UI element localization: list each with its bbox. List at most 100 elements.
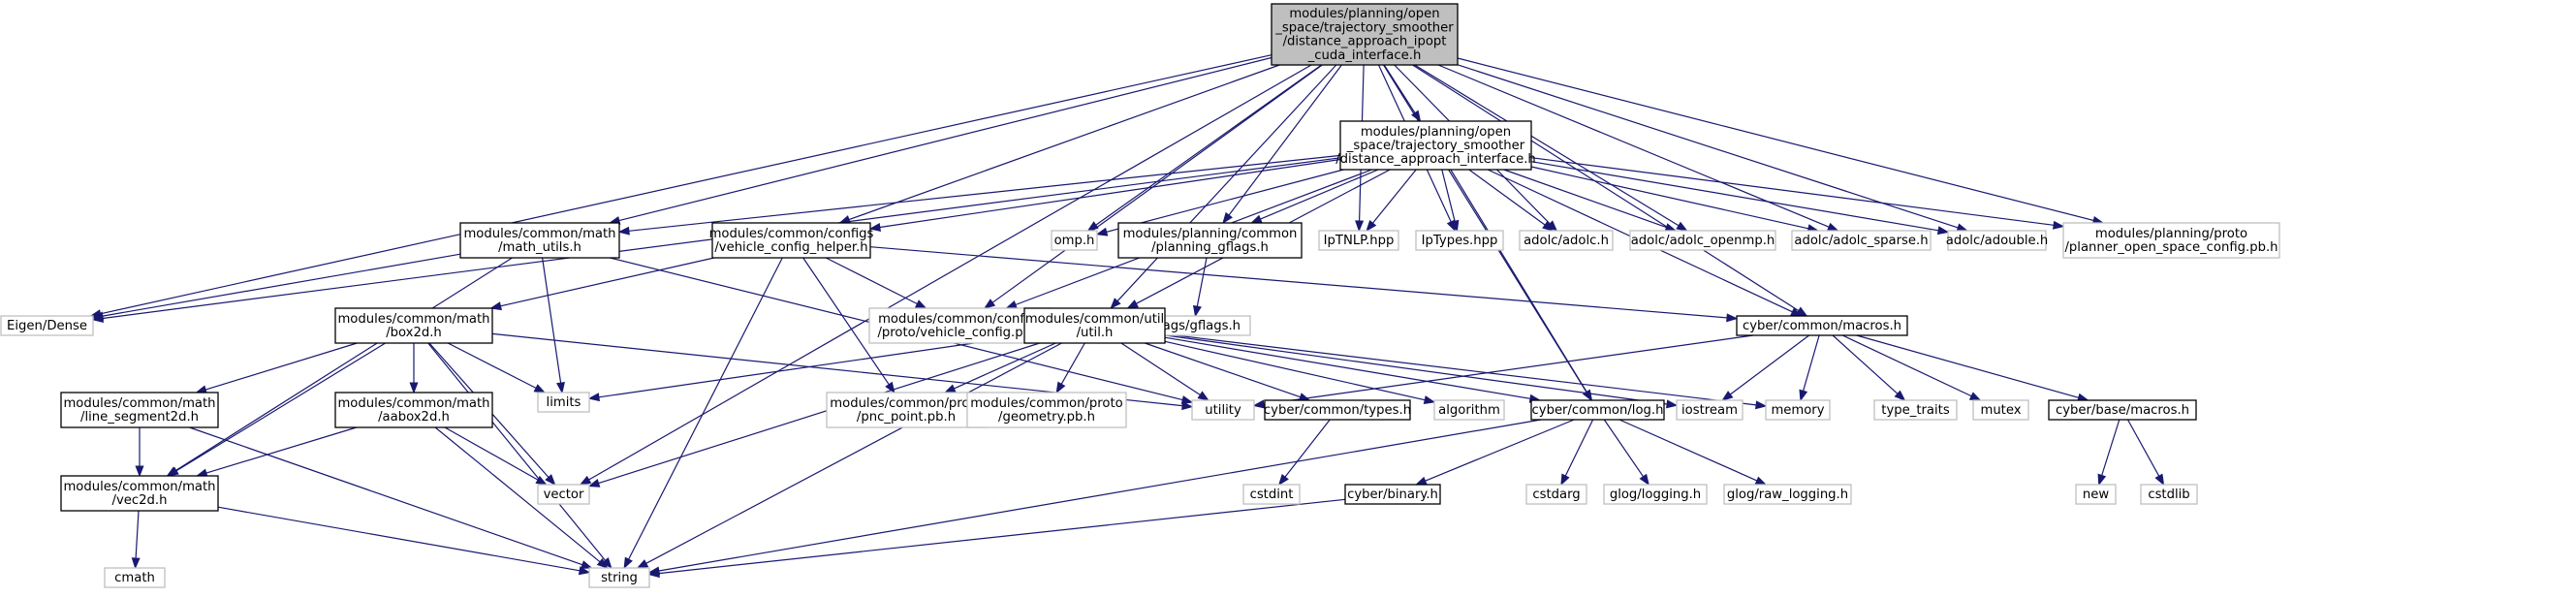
node-box2d[interactable]: modules/common/math/box2d.h bbox=[334, 307, 493, 344]
node-label: /vec2d.h bbox=[112, 493, 168, 508]
edge-line bbox=[1425, 419, 1575, 482]
edge-aabox-to-vec2d bbox=[195, 426, 357, 478]
edge-arrowhead bbox=[1423, 395, 1436, 404]
edge-arrowhead bbox=[1197, 391, 1209, 401]
edge-math-utils-to-limits bbox=[542, 257, 565, 394]
node-vcpb: modules/common/configs/proto/vehicle_con… bbox=[868, 307, 1052, 344]
edge-cmacros-to-utility bbox=[1252, 334, 1754, 409]
edge-arrowhead bbox=[1252, 399, 1265, 409]
node-omp: omp.h bbox=[1051, 230, 1098, 251]
edge-arrowhead bbox=[943, 384, 957, 393]
node-vch[interactable]: modules/common/configs/vehicle_config_he… bbox=[709, 222, 874, 259]
edge-binary-to-string bbox=[647, 498, 1346, 579]
node-log[interactable]: cyber/common/log.h bbox=[1530, 399, 1665, 421]
node-label: modules/planning/open bbox=[1289, 7, 1439, 21]
node-box bbox=[1676, 399, 1744, 421]
edge-line bbox=[1468, 169, 1546, 226]
edge-arrowhead bbox=[580, 560, 593, 569]
node-label: gflags/gflags.h bbox=[1147, 319, 1241, 333]
node-pgflags[interactable]: modules/planning/common/planning_gflags.… bbox=[1117, 222, 1303, 259]
node-binary[interactable]: cyber/binary.h bbox=[1344, 484, 1441, 505]
edge-line bbox=[102, 253, 461, 317]
node-label: adolc/adouble.h bbox=[1946, 234, 2048, 248]
node-box bbox=[1191, 399, 1255, 421]
edge-arrowhead bbox=[1005, 300, 1018, 309]
edge-line bbox=[802, 257, 890, 386]
edge-line bbox=[1106, 169, 1344, 233]
node-box bbox=[537, 392, 590, 413]
node-box bbox=[2140, 484, 2198, 505]
node-label: algorithm bbox=[1438, 403, 1500, 418]
edge-line bbox=[848, 64, 1280, 221]
node-label: /math_utils.h bbox=[498, 240, 581, 255]
edge-line bbox=[1414, 64, 1680, 227]
edge-line bbox=[1164, 336, 1531, 399]
node-types[interactable]: cyber/common/types.h bbox=[1264, 399, 1411, 421]
node-label: cyber/common/types.h bbox=[1264, 403, 1411, 418]
edge-vch-to-cmacros bbox=[869, 246, 1739, 323]
edge-line bbox=[1412, 64, 1800, 312]
node-lseg[interactable]: modules/common/math/line_segment2d.h bbox=[60, 392, 219, 428]
edge-line bbox=[825, 257, 918, 305]
edge-cmacros-to-iostream bbox=[1721, 334, 1810, 401]
node-box bbox=[1765, 399, 1831, 421]
edge-arrowhead bbox=[1192, 304, 1202, 318]
edge-bmacros-to-new bbox=[2097, 419, 2120, 487]
node-label: /distance_approach_ipopt bbox=[1283, 35, 1447, 49]
edge-line bbox=[447, 342, 537, 389]
edge-util-to-iostream bbox=[1164, 334, 1679, 409]
node-box bbox=[1433, 399, 1505, 421]
edge-dai-to-adolc bbox=[1468, 169, 1555, 232]
edge-line bbox=[991, 64, 1323, 303]
node-math-utils[interactable]: modules/common/math/math_utils.h bbox=[459, 222, 620, 259]
edge-arrowhead bbox=[914, 299, 927, 309]
edge-line bbox=[427, 342, 606, 561]
edge-aabox-to-vector bbox=[444, 426, 548, 486]
node-bmacros[interactable]: cyber/base/macros.h bbox=[2048, 399, 2197, 421]
edge-arrowhead bbox=[1639, 473, 1649, 487]
edge-log-to-glog bbox=[1603, 419, 1649, 487]
edge-util-to-geom bbox=[1055, 342, 1085, 394]
node-dai[interactable]: modules/planning/open_space/trajectory_s… bbox=[1335, 120, 1536, 171]
edge-util-to-pnc bbox=[943, 342, 1056, 393]
edge-line bbox=[1263, 334, 1754, 405]
node-box bbox=[1023, 307, 1166, 344]
node-label: /planner_open_space_config.pb.h bbox=[2064, 240, 2278, 255]
edge-lseg-to-vec2d bbox=[135, 427, 144, 478]
node-box bbox=[334, 392, 493, 428]
edge-root-to-adolc-openmp bbox=[1414, 64, 1688, 232]
edge-line bbox=[174, 257, 513, 472]
edge-line bbox=[1457, 64, 1959, 229]
node-box bbox=[1051, 230, 1098, 251]
node-vec2d[interactable]: modules/common/math/vec2d.h bbox=[60, 475, 219, 512]
edge-arrowhead bbox=[1583, 389, 1593, 402]
edge-arrowhead bbox=[578, 566, 591, 576]
edge-root-to-vcpb bbox=[983, 64, 1323, 309]
edge-cmacros-to-type-traits bbox=[1832, 334, 1906, 401]
edge-arrowhead bbox=[131, 557, 141, 570]
node-label: cyber/binary.h bbox=[1347, 488, 1438, 502]
node-string: string bbox=[588, 567, 650, 588]
edge-arrowhead bbox=[1366, 219, 1377, 233]
node-box bbox=[1242, 484, 1301, 505]
node-util[interactable]: modules/common/util/util.h bbox=[1023, 307, 1166, 344]
node-aabox[interactable]: modules/common/math/aabox2d.h bbox=[334, 392, 493, 428]
node-box bbox=[537, 484, 590, 505]
node-cmacros[interactable]: cyber/common/macros.h bbox=[1736, 315, 1908, 336]
edge-arrowhead bbox=[1936, 226, 1950, 236]
node-label: vector bbox=[544, 488, 584, 502]
node-cstdlib: cstdlib bbox=[2140, 484, 2198, 505]
node-eigen: Eigen/Dense bbox=[0, 315, 94, 336]
node-label: _cuda_interface.h bbox=[1307, 48, 1422, 63]
node-box bbox=[459, 222, 620, 259]
edge-line bbox=[879, 158, 1341, 229]
edge-arrowhead bbox=[1414, 476, 1428, 486]
node-limits: limits bbox=[537, 392, 590, 413]
edge-line bbox=[1383, 64, 1416, 113]
node-label: cyber/base/macros.h bbox=[2056, 403, 2189, 418]
node-root[interactable]: modules/planning/open_space/trajectory_s… bbox=[1271, 3, 1459, 66]
node-box bbox=[1629, 230, 1776, 251]
edge-dai-to-posc bbox=[1530, 157, 2065, 230]
node-label: new bbox=[2083, 488, 2109, 502]
